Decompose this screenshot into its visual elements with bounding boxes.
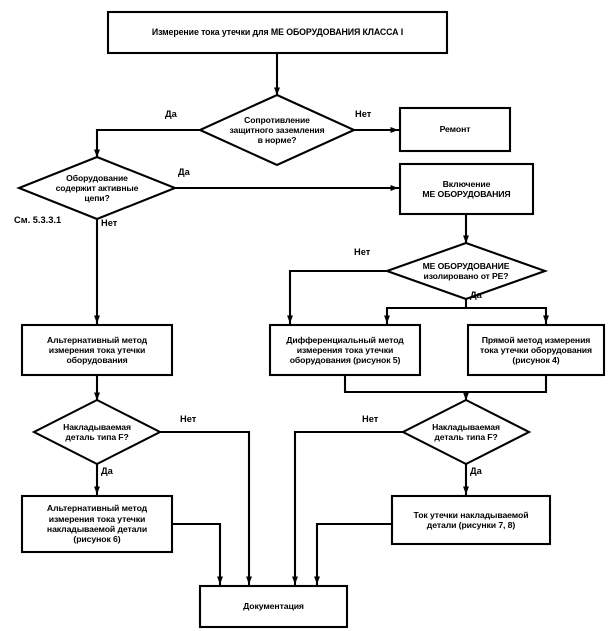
node-altpart-shape (20, 494, 174, 554)
edge-label-typefright-yes: Да (470, 466, 482, 476)
edge-typefleft-no-to-doc (158, 430, 253, 586)
node-active-decision-shape (16, 155, 178, 221)
edge-typefright-no-to-doc (292, 430, 405, 586)
edge-label-pe-yes: Да (470, 290, 482, 300)
edge-altpart-to-doc (170, 522, 224, 586)
node-pe-decision-shape (383, 241, 549, 301)
edge-label-typefleft-no: Нет (180, 414, 197, 424)
edge-pe-yes-to-diff (384, 297, 468, 325)
node-altequip-shape (20, 323, 174, 377)
node-repair-shape (398, 106, 512, 153)
edge-pe-yes-to-direct (464, 306, 550, 325)
edge-label-active-yes: Да (178, 167, 190, 177)
node-typefleft-decision-shape (31, 398, 163, 466)
edge-diff-to-typefright (343, 373, 470, 402)
edge-label-active-no: Нет (101, 218, 118, 228)
edge-label-pe-no: Нет (354, 247, 371, 257)
node-poweron-shape (398, 162, 535, 216)
node-ground-decision-shape (197, 93, 357, 167)
node-diff-shape (268, 323, 422, 377)
node-partcurrent-shape (390, 494, 552, 546)
edge-partcurrent-to-doc (314, 522, 394, 586)
edge-direct-merge (464, 373, 548, 394)
node-typefright-decision-shape (400, 398, 532, 466)
edge-label-ground-yes: Да (165, 109, 177, 119)
clause-reference-note: См. 5.3.3.1 (14, 215, 62, 225)
node-start-shape (106, 10, 449, 55)
node-direct-shape (466, 323, 606, 377)
edge-ground-yes-to-active (94, 128, 202, 159)
edge-pe-no-to-diff (287, 269, 389, 325)
edge-label-ground-no: Нет (355, 109, 372, 119)
edge-label-typefright-no: Нет (362, 414, 379, 424)
node-documentation-shape (198, 584, 349, 629)
edge-label-typefleft-yes: Да (101, 466, 113, 476)
